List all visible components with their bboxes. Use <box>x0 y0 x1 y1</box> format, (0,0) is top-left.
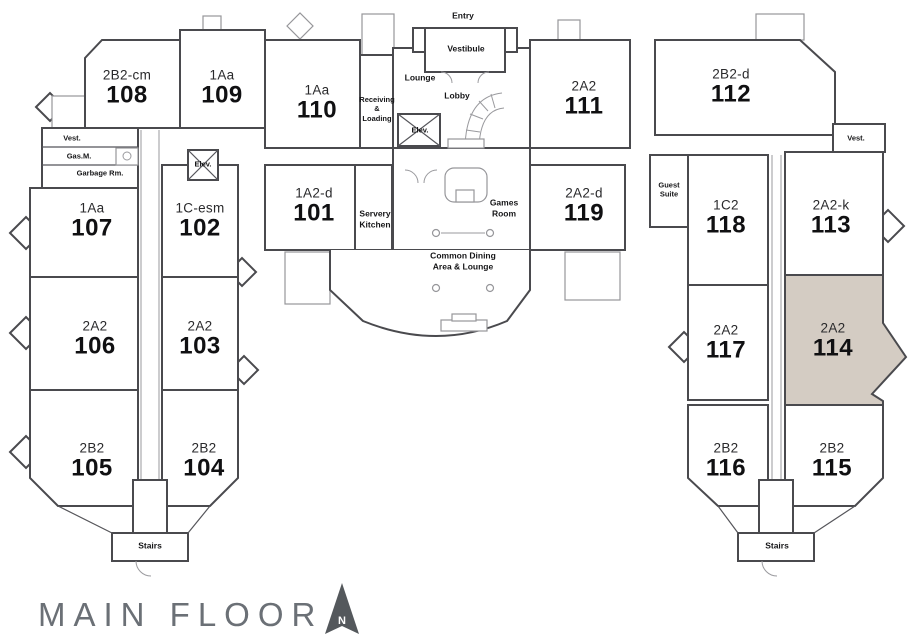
stair-tread <box>469 113 484 120</box>
roof-bump <box>202 15 222 31</box>
stairs-right-room[interactable] <box>737 532 815 562</box>
roof-bump <box>557 19 581 41</box>
page-title: MAIN FLOOR <box>38 596 324 633</box>
stair-tread <box>465 129 481 133</box>
stair-tread <box>490 93 496 109</box>
door-arc <box>135 560 152 577</box>
column <box>431 228 441 238</box>
terrace <box>284 251 331 305</box>
stairs-right-corridor <box>758 479 794 534</box>
unit-106-room[interactable] <box>29 276 139 391</box>
unit-113-room[interactable] <box>784 151 884 276</box>
stairs-left-room[interactable] <box>111 532 189 562</box>
column <box>485 283 495 293</box>
unit-108-room[interactable] <box>84 39 181 129</box>
guest-suite-room <box>649 154 689 228</box>
roof-annex <box>755 13 805 41</box>
servery-kitchen-room <box>354 164 393 251</box>
lobby-bench <box>447 138 485 149</box>
unit-101-room[interactable] <box>264 164 356 251</box>
north-arrow-triangle <box>325 583 359 634</box>
porch-wall <box>187 505 211 534</box>
porch-wall <box>717 505 739 534</box>
elevator-center-icon <box>397 113 441 147</box>
unit-116-room[interactable] <box>687 404 769 507</box>
unit-117-room[interactable] <box>687 284 769 401</box>
unit-103-room[interactable] <box>161 276 239 391</box>
terrace <box>564 251 621 301</box>
porch-annex <box>51 95 86 129</box>
stair-tread <box>478 100 489 112</box>
loading-shaft <box>361 13 395 56</box>
sink-counter <box>115 147 139 166</box>
games-table <box>455 189 475 203</box>
unit-102-room[interactable] <box>161 164 239 278</box>
vestibule-room <box>424 27 506 73</box>
vestibule-right-room <box>832 123 886 153</box>
unit-109-room[interactable] <box>179 29 266 129</box>
door-arc <box>423 169 438 184</box>
unit-112-room[interactable] <box>654 39 836 136</box>
unit-118-room[interactable] <box>687 154 769 286</box>
unit-110-room[interactable] <box>264 39 361 149</box>
bay-window <box>286 12 314 40</box>
stairs-left-corridor <box>132 479 168 534</box>
porch-wall <box>813 505 856 534</box>
unit-107-room[interactable] <box>29 187 139 278</box>
sink <box>122 151 132 161</box>
unit-105-room[interactable] <box>29 389 139 507</box>
north-arrow-icon: N <box>325 583 359 634</box>
door-arc <box>440 71 453 84</box>
unit-115-room[interactable] <box>784 404 884 507</box>
north-letter: N <box>338 615 346 627</box>
unit-111-room[interactable] <box>529 39 631 149</box>
elevator-left-icon <box>187 149 219 181</box>
sideboard <box>440 319 488 332</box>
column <box>485 228 495 238</box>
unit-104-room[interactable] <box>161 389 239 507</box>
door-arc <box>404 169 419 184</box>
sideboard-top <box>451 313 477 322</box>
unit-119-room[interactable] <box>529 164 626 251</box>
receiving-loading-room <box>359 54 394 149</box>
column <box>431 283 441 293</box>
common-dining-room <box>329 250 531 337</box>
porch-wall <box>57 505 113 534</box>
unit-114-room[interactable] <box>784 274 908 406</box>
door-arc <box>761 560 778 577</box>
door-arc <box>477 71 490 84</box>
service-rooms <box>41 127 139 189</box>
